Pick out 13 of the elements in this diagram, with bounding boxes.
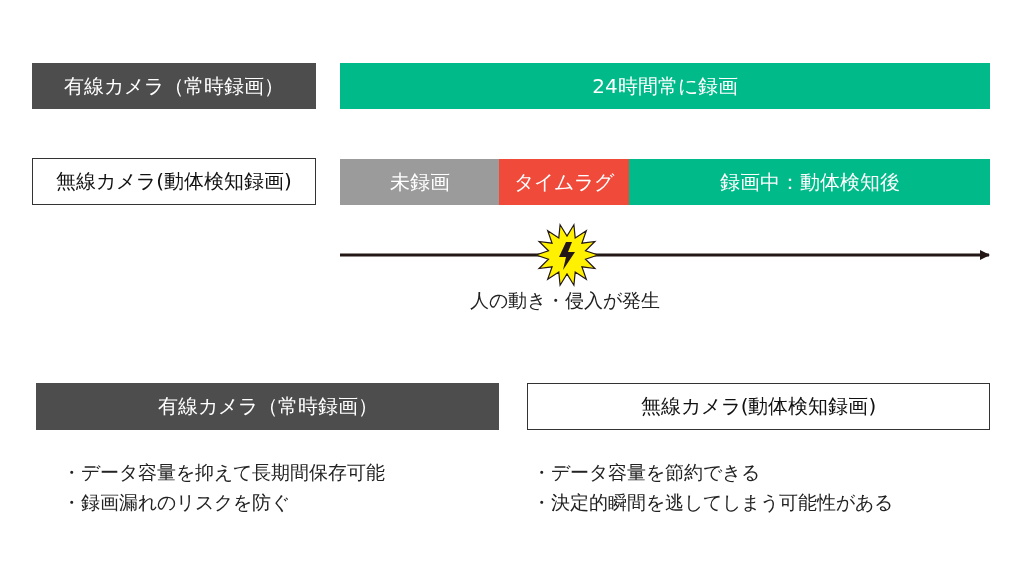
header-box: 有線カメラ（常時録画） [36,383,499,430]
bullet-text: ・データ容量を節約できる [532,460,760,485]
timeline-bar: 録画中：動体検知後 [629,159,990,205]
label-box: 有線カメラ（常時録画） [32,63,316,109]
timeline-bar: タイムラグ [499,159,629,205]
timeline-bar: 未録画 [340,159,499,205]
header-box: 無線カメラ(動体検知録画) [527,383,990,430]
timeline-bar: 24時間常に録画 [340,63,990,109]
event-caption: 人の動き・侵入が発生 [470,288,660,313]
bullet-text: ・データ容量を抑えて長期間保存可能 [62,460,385,485]
bullet-text: ・決定的瞬間を逃してしまう可能性がある [532,490,893,515]
label-box: 無線カメラ(動体検知録画) [32,158,316,205]
bullet-text: ・録画漏れのリスクを防ぐ [62,490,290,515]
